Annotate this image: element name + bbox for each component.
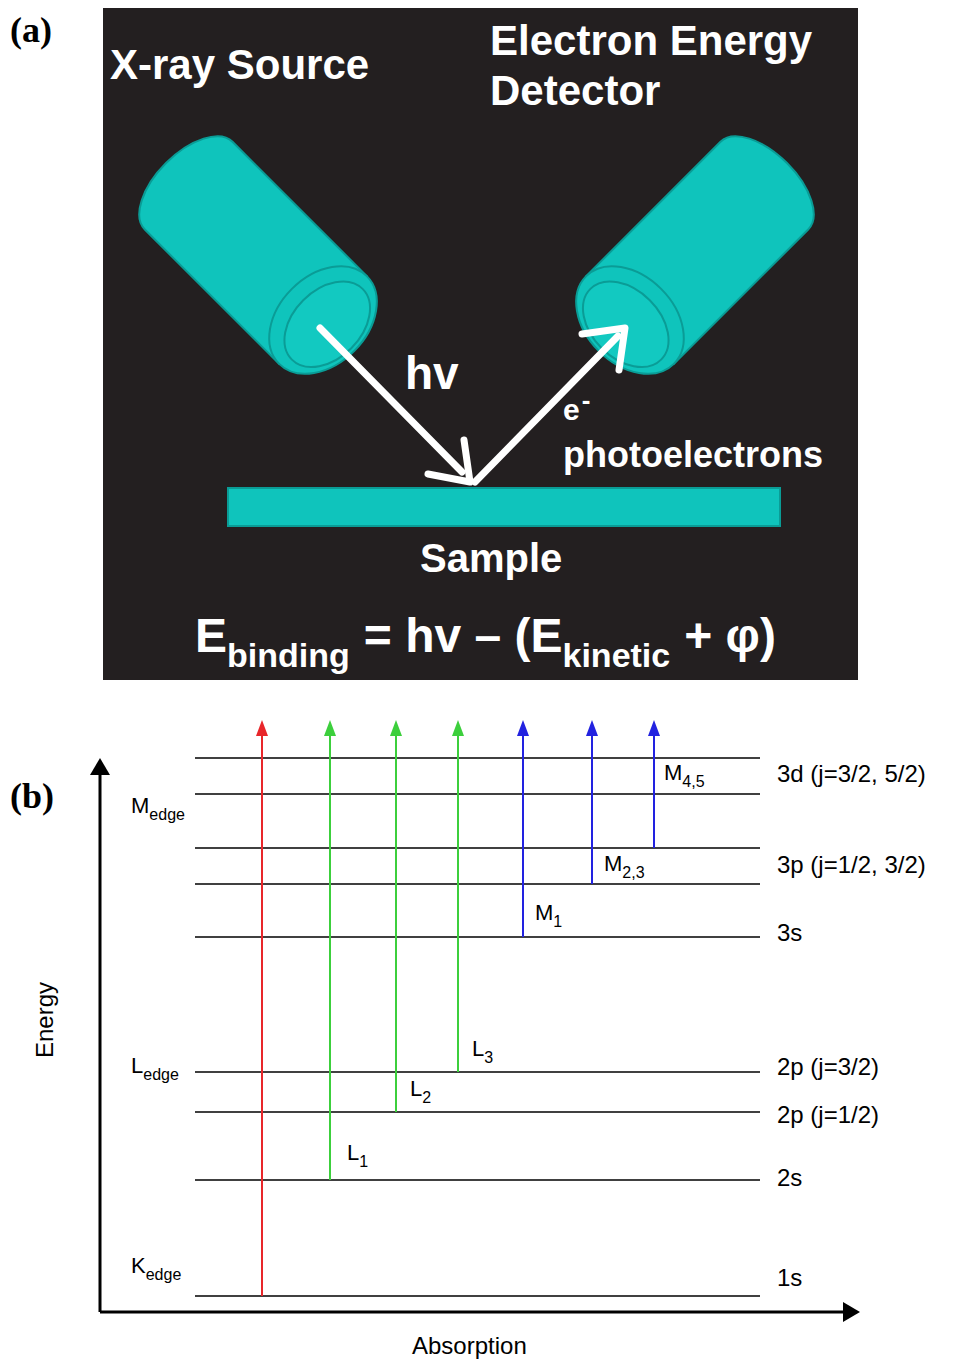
photon-label: hv: [405, 350, 459, 396]
level-label: 2p (j=3/2): [777, 1053, 879, 1080]
edge-label: Medge: [131, 795, 185, 817]
level-label: 1s: [777, 1266, 802, 1290]
electron-symbol: -: [582, 385, 591, 415]
electron-symbol: e: [563, 393, 580, 426]
level-label: 2s: [777, 1166, 802, 1190]
transition-label: 1: [553, 913, 562, 930]
dark-panel: [103, 8, 858, 680]
axes: [100, 772, 846, 1312]
part-label: X-ray Source: [110, 44, 369, 86]
transition-label: L: [472, 1036, 484, 1061]
photon-arrow: [320, 328, 470, 482]
photoelectron-label: photoelectrons: [563, 434, 823, 475]
transition-label: L: [410, 1076, 422, 1101]
part-label: Sample: [420, 536, 562, 580]
equation: E: [195, 609, 227, 662]
equation: kinetic: [563, 636, 671, 674]
transition-label: 2,3: [622, 864, 644, 881]
edge-label: Kedge: [131, 1255, 181, 1277]
transition-label: L: [347, 1140, 359, 1165]
transition-label: M1: [535, 902, 562, 924]
level-label: 2p (j=1/2): [777, 1103, 879, 1127]
transition-label: 4,5: [682, 773, 704, 790]
edge-label: Ledge: [131, 1055, 179, 1077]
transition-label: L1: [347, 1142, 368, 1164]
axis-label: Energy: [31, 982, 58, 1058]
edge-label: edge: [143, 1066, 179, 1083]
transition-label: L2: [410, 1078, 431, 1100]
transition-label: 1: [359, 1153, 368, 1170]
part-label: Electron Energy Detector: [490, 16, 850, 116]
level-label: 3s: [777, 919, 802, 946]
part-label: Electron Energy Detector: [490, 17, 812, 114]
axis-label: Energy: [33, 982, 57, 1058]
panel-letter: (a): [10, 10, 52, 50]
transition-label: 3: [484, 1049, 493, 1066]
transition-label: M: [535, 900, 553, 925]
equation: + φ): [684, 609, 776, 662]
level-label: 3p (j=1/2, 3/2): [777, 853, 926, 877]
transition-label: M: [604, 851, 622, 876]
edge-label: edge: [149, 806, 185, 823]
energy-levels: [195, 758, 760, 1296]
part-label: Sample: [420, 538, 562, 578]
level-label: 3d (j=3/2, 5/2): [777, 760, 926, 787]
equation: Ebinding= hv – (Ekinetic+ φ): [195, 612, 776, 660]
level-label: 2s: [777, 1164, 802, 1191]
electron-symbol: e-: [563, 395, 590, 425]
level-label: 2p (j=3/2): [777, 1055, 879, 1079]
equation: binding: [227, 636, 350, 674]
axis-arrowhead: [90, 758, 110, 775]
edge-label: edge: [146, 1266, 182, 1283]
xray-source-cylinder: [122, 119, 398, 395]
transition-label: L3: [472, 1038, 493, 1060]
level-label: 2p (j=1/2): [777, 1101, 879, 1128]
transition-label: M: [664, 760, 682, 785]
sample-slab: [228, 488, 780, 526]
axis-label: Absorption: [412, 1332, 527, 1359]
photoelectron-label: photoelectrons: [563, 437, 823, 473]
level-label: 3p (j=1/2, 3/2): [777, 851, 926, 878]
edge-label: L: [131, 1053, 143, 1078]
level-label: 3s: [777, 921, 802, 945]
transition-label: 2: [422, 1089, 431, 1106]
transition-arrows: [256, 720, 660, 1296]
level-label: 1s: [777, 1264, 802, 1291]
transition-label: M4,5: [664, 762, 705, 784]
panel-letter: (b): [10, 776, 54, 816]
panel-letter: (a): [10, 12, 52, 48]
panel-letter: (b): [10, 778, 54, 814]
transition-label: M2,3: [604, 853, 645, 875]
equation: = hv – (E: [364, 609, 563, 662]
part-label: X-ray Source: [110, 41, 369, 88]
axis-arrowhead: [843, 1302, 860, 1322]
photon-label: hv: [405, 347, 459, 399]
edge-label: K: [131, 1253, 146, 1278]
level-label: 3d (j=3/2, 5/2): [777, 762, 926, 786]
axis-label: Absorption: [412, 1334, 527, 1358]
edge-label: M: [131, 793, 149, 818]
